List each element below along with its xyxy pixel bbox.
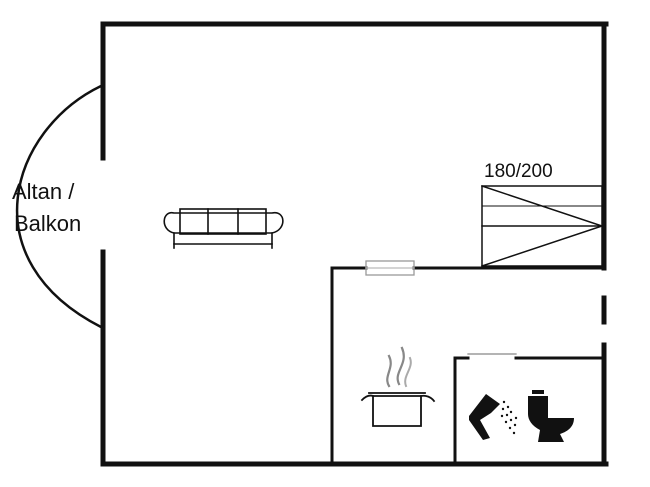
- bed-size-label: 180/200: [484, 161, 553, 182]
- bed-icon: [481, 185, 605, 267]
- cooking-pot-icon: [360, 346, 436, 427]
- balcony-arc: [15, 84, 103, 329]
- door-openings: [365, 260, 517, 355]
- toilet-icon: [528, 390, 574, 442]
- outer-walls: [100, 21, 609, 467]
- shower-icon: [469, 394, 518, 440]
- interior-walls: [330, 266, 606, 466]
- balcony-label-line1: Altan /: [12, 179, 75, 204]
- balcony-label-line2: Balkon: [14, 211, 82, 236]
- sofa-icon: [163, 208, 284, 249]
